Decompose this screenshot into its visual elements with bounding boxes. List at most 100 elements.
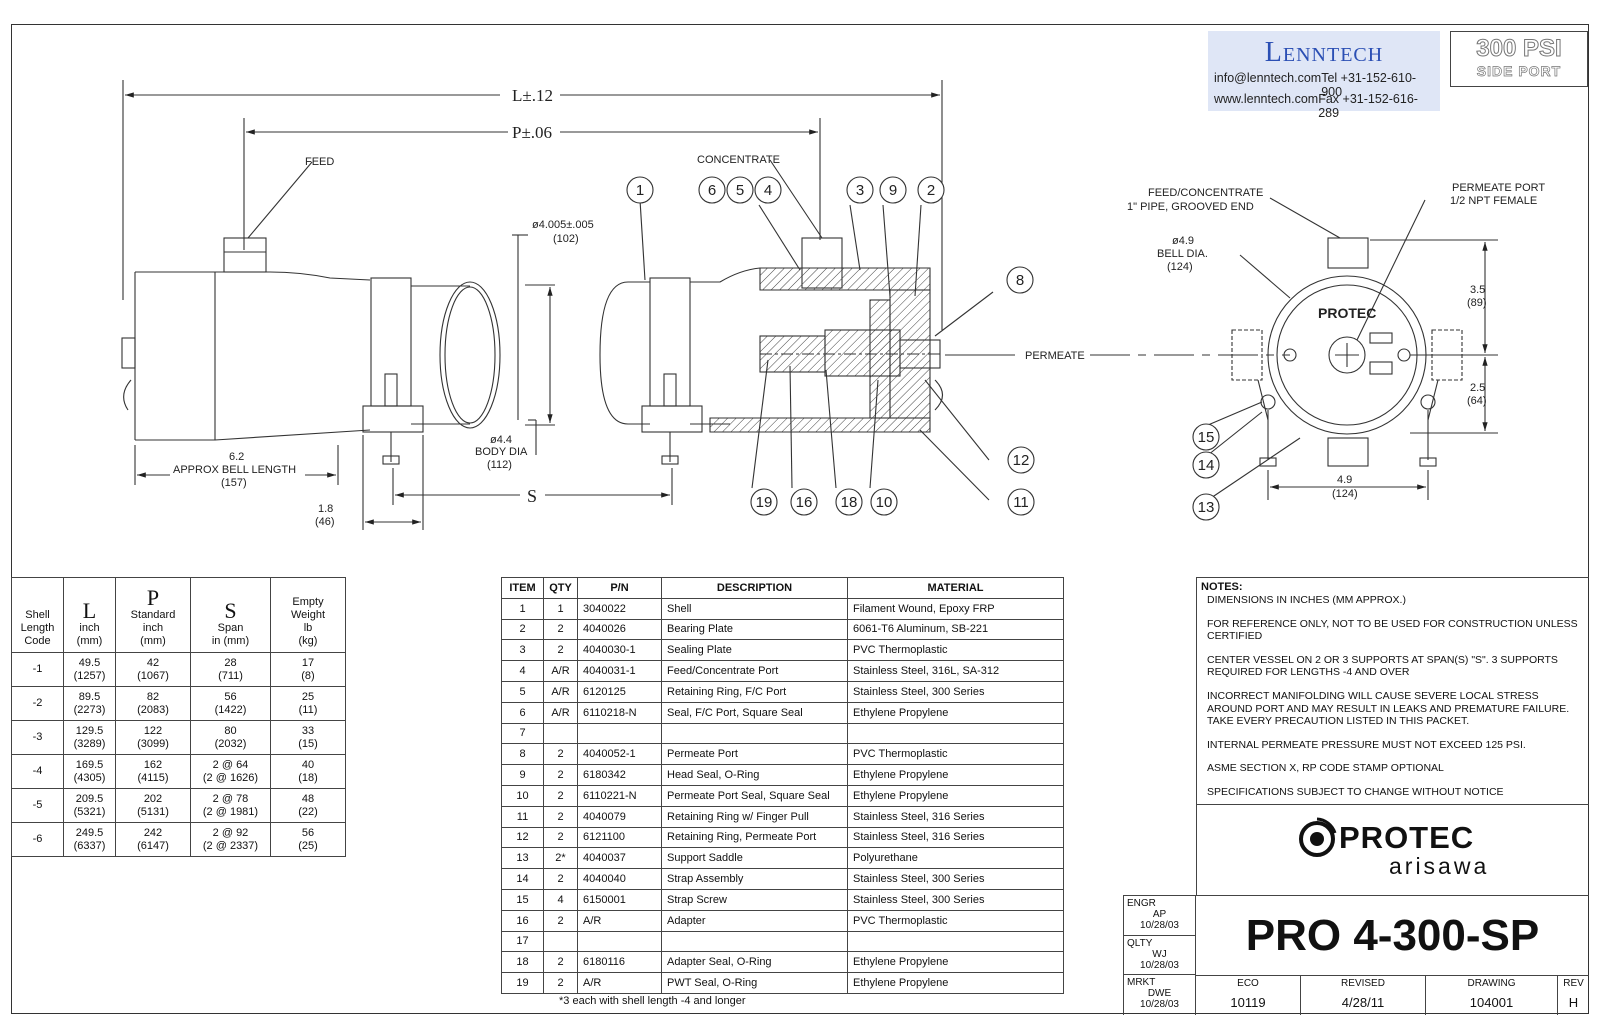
item-balloon: 18: [835, 488, 863, 516]
lenntech-contact-box: Lenntech info@lenntech.com Tel +31-152-6…: [1208, 31, 1440, 120]
pressure-badge: 300 PSI SIDE PORT: [1450, 31, 1588, 87]
dim-d1-mm: (89): [1467, 297, 1487, 309]
bell-dia-label: BELL DIA.: [1157, 248, 1208, 260]
engr-date: 10/28/03: [1140, 920, 1179, 931]
col-description: DESCRIPTION: [661, 577, 848, 599]
item-balloon: 2: [917, 176, 945, 204]
mrkt-by: DWE: [1147, 988, 1172, 1000]
notes-panel: NOTES: DIMENSIONS IN INCHES (MM APPROX.)…: [1196, 577, 1589, 805]
contact-email[interactable]: info@lenntech.com: [1214, 71, 1322, 85]
note-item: DIMENSIONS IN INCHES (MM APPROX.): [1207, 594, 1406, 606]
notes-heading: NOTES:: [1201, 581, 1243, 593]
bell-dia-value: ø4.9: [1172, 235, 1194, 247]
item-balloon: 6: [698, 176, 726, 204]
item-balloon: 9: [879, 176, 907, 204]
item-balloon: 3: [846, 176, 874, 204]
balloon-number: 6: [708, 182, 716, 199]
body-dia-value: ø4.4: [490, 434, 512, 446]
dim-d1: 3.5: [1470, 284, 1485, 296]
perm-port-label: PERMEATE PORT: [1452, 182, 1545, 194]
note-item: FOR REFERENCE ONLY, NOT TO BE USED FOR C…: [1207, 617, 1578, 643]
permeate-label: PERMEATE: [1025, 350, 1085, 362]
feed-label: FEED: [305, 156, 334, 168]
qlty-label: QLTY: [1127, 937, 1153, 949]
item-balloon: 11: [1007, 488, 1035, 516]
note-item: CENTER VESSEL ON 2 OR 3 SUPPORTS AT SPAN…: [1207, 653, 1558, 679]
item-balloon: 16: [790, 488, 818, 516]
concentrate-label: CONCENTRATE: [697, 154, 780, 166]
part-row: 17: [501, 930, 1064, 953]
approvals: ENGR AP 10/28/03 QLTY WJ 10/28/03 MRKT D…: [1123, 896, 1196, 1015]
col-material: MATERIAL: [847, 577, 1064, 599]
bell-label: APPROX BELL LENGTH: [173, 464, 296, 476]
balloon-number: 9: [889, 182, 897, 199]
note-item: ASME SECTION X, RP CODE STAMP OPTIONAL: [1207, 762, 1444, 775]
balloon-number: 13: [1198, 499, 1215, 516]
balloon-number: 19: [756, 494, 773, 511]
balloon-number: 4: [764, 182, 772, 199]
pipe-label: 1" PIPE, GROOVED END: [1127, 201, 1254, 213]
col-pn: P/N: [577, 577, 662, 599]
qlty-by: WJ: [1152, 948, 1167, 960]
pressure-rating: 300 PSI: [1476, 35, 1562, 63]
balloon-number: 10: [876, 494, 893, 511]
contact-tel: Tel +31-152-610-900: [1321, 71, 1417, 99]
saddle-value: 1.8: [318, 503, 333, 515]
item-balloon: 15: [1192, 423, 1220, 451]
col-qty: QTY: [543, 577, 578, 599]
engr-label: ENGR: [1127, 898, 1156, 909]
balloon-number: 11: [1013, 494, 1029, 511]
dim-w: 4.9: [1337, 474, 1352, 486]
parts-footnote: *3 each with shell length -4 and longer: [559, 995, 746, 1007]
note-item: SPECIFICATIONS SUBJECT TO CHANGE WITHOUT…: [1207, 785, 1504, 798]
contact-web[interactable]: www.lenntech.com: [1214, 92, 1319, 106]
lenntech-logo: Lenntech: [1264, 37, 1384, 68]
company-sub: arisawa: [1389, 853, 1490, 879]
bell-mm: (157): [221, 477, 247, 489]
model-number: PRO 4-300-SP: [1245, 911, 1540, 960]
dim-d2-mm: (64): [1467, 395, 1487, 407]
vessel-drawing: PROTEC L±.12 P±.06 FEED CONCENTRATE PERM…: [121, 80, 1545, 530]
mrkt-date: 10/28/03: [1140, 999, 1179, 1011]
port-type: SIDE PORT: [1476, 63, 1562, 80]
item-balloon: 19: [750, 488, 778, 516]
dim-P: P±.06: [512, 123, 552, 142]
item-balloon: 4: [754, 176, 782, 204]
saddle-mm: (46): [315, 516, 335, 528]
title-block: ENGR AP 10/28/03 QLTY WJ 10/28/03 MRKT D…: [1123, 895, 1589, 1015]
item-balloon: 10: [870, 488, 898, 516]
protec-swirl-icon: [1299, 817, 1337, 857]
dim-d2: 2.5: [1470, 382, 1485, 394]
dim-w-mm: (124): [1332, 488, 1358, 500]
body-dia-mm: (112): [487, 459, 512, 471]
item-balloon: 12: [1007, 446, 1035, 474]
item-balloon: 5: [726, 176, 754, 204]
